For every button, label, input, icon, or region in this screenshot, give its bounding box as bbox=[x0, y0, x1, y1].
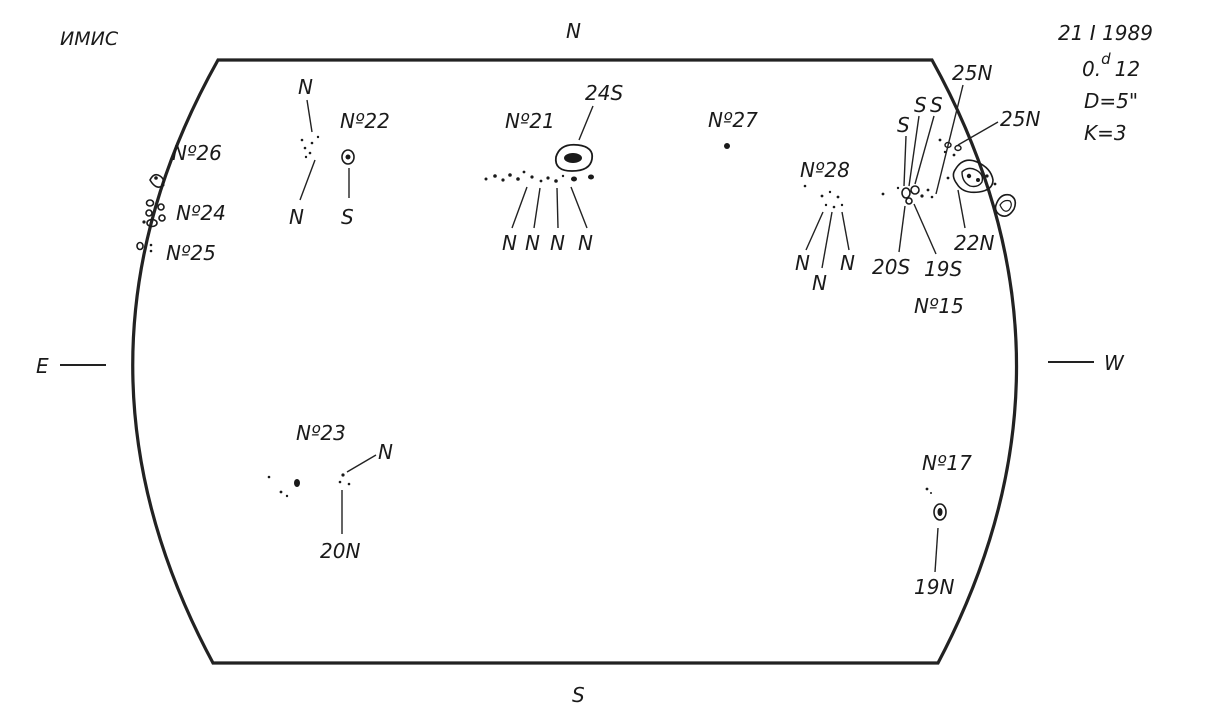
g22-lead-bottom-left bbox=[299, 159, 316, 201]
group-17-label: Nº17 bbox=[922, 451, 972, 475]
g21-lead-top bbox=[578, 105, 594, 141]
g21-lead-b2 bbox=[533, 187, 541, 229]
g15-lead-19s bbox=[913, 203, 937, 255]
g28-lead-b1 bbox=[805, 211, 824, 251]
group-23-spots bbox=[267, 473, 351, 498]
group-25-label: Nº25 bbox=[166, 241, 216, 265]
g21-b4-polarity: N bbox=[578, 231, 593, 255]
group-28-spots bbox=[803, 184, 844, 209]
g17-lead-19n bbox=[934, 527, 939, 573]
g22-top-polarity: N bbox=[298, 75, 313, 99]
group-28-label: Nº28 bbox=[800, 158, 850, 182]
g23-20n-polarity: 20N bbox=[320, 539, 360, 563]
g22-bottom-right-polarity: S bbox=[341, 205, 354, 229]
g21-b3-polarity: N bbox=[550, 231, 565, 255]
g15-lead-22n bbox=[957, 189, 966, 229]
north-label: N bbox=[566, 19, 581, 43]
group-15-label: Nº15 bbox=[914, 294, 964, 318]
g15-25n-b-polarity: 25N bbox=[1000, 107, 1040, 131]
group-26-label: Nº26 bbox=[172, 141, 222, 165]
g15-s3-polarity: S bbox=[930, 93, 943, 117]
g15-lead-s3 bbox=[914, 115, 935, 185]
group-27-spot bbox=[724, 143, 730, 149]
g15-lead-s1 bbox=[903, 135, 907, 187]
g15-25n-a-polarity: 25N bbox=[952, 61, 992, 85]
g21-lead-b3 bbox=[556, 187, 559, 229]
group-21-spots bbox=[484, 143, 594, 183]
disk-frame bbox=[131, 58, 1019, 665]
g21-b1-polarity: N bbox=[502, 231, 517, 255]
g28-b3-polarity: N bbox=[840, 251, 855, 275]
west-label: W bbox=[1104, 351, 1125, 375]
group-21-label: Nº21 bbox=[505, 109, 555, 133]
group-24-spots bbox=[142, 199, 166, 228]
g15-lead-s2 bbox=[908, 115, 920, 187]
station-label: ИМИС bbox=[60, 28, 119, 50]
g21-lead-b4 bbox=[570, 186, 588, 229]
east-label: E bbox=[36, 354, 49, 378]
time-fraction: 12 bbox=[1115, 57, 1140, 81]
g15-lead-25n-a bbox=[935, 84, 964, 195]
g17-19n-polarity: 19N bbox=[914, 575, 954, 599]
g15-lead-25n-b bbox=[957, 121, 999, 146]
g23-lead-n bbox=[346, 454, 377, 473]
diameter-label: D=5" bbox=[1084, 89, 1138, 113]
g23-n-polarity: N bbox=[378, 440, 393, 464]
g22-lead-top bbox=[306, 99, 313, 133]
group-22-label: Nº22 bbox=[340, 109, 390, 133]
group-27-label: Nº27 bbox=[708, 108, 758, 132]
south-label: S bbox=[572, 683, 585, 707]
g22-bottom-left-polarity: N bbox=[289, 205, 304, 229]
date-label: 21 I 1989 bbox=[1058, 21, 1153, 45]
g15-s2-polarity: S bbox=[914, 93, 927, 117]
g28-lead-b3 bbox=[841, 211, 850, 251]
g15-20s-polarity: 20S bbox=[872, 255, 910, 279]
group-26-spots bbox=[149, 173, 165, 188]
time-superscript: d bbox=[1101, 50, 1111, 68]
group-25-spots bbox=[136, 241, 153, 253]
g21-top-polarity: 24S bbox=[585, 81, 623, 105]
g28-b1-polarity: N bbox=[795, 251, 810, 275]
group-17-spots bbox=[925, 487, 947, 521]
group-23-label: Nº23 bbox=[296, 421, 346, 445]
g21-b2-polarity: N bbox=[525, 231, 540, 255]
g21-lead-b1 bbox=[511, 186, 528, 229]
group-22-spots bbox=[300, 135, 355, 165]
g15-lead-20s bbox=[898, 205, 906, 253]
g28-b2-polarity: N bbox=[812, 271, 827, 295]
group-15-spots bbox=[881, 138, 1017, 217]
time-integer: 0. bbox=[1082, 57, 1101, 81]
g28-lead-b2 bbox=[821, 211, 833, 269]
g15-s1-polarity: S bbox=[897, 113, 910, 137]
g15-19s-polarity: 19S bbox=[924, 257, 962, 281]
quality-label: K=3 bbox=[1084, 121, 1127, 145]
group-24-label: Nº24 bbox=[176, 201, 226, 225]
g15-22n-polarity: 22N bbox=[954, 231, 994, 255]
